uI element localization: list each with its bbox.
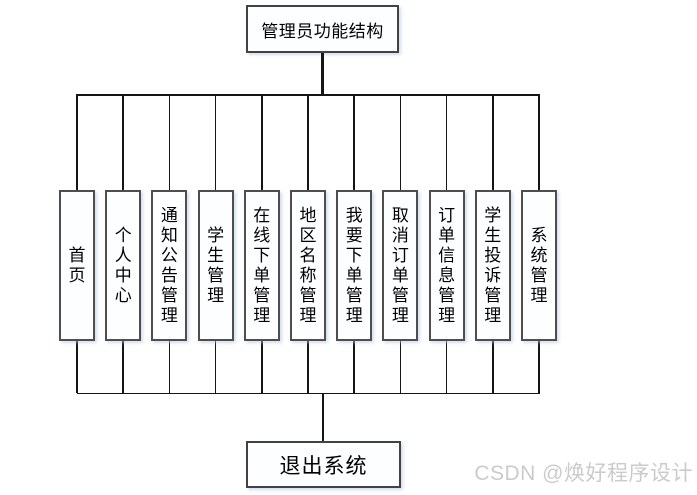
module-node: 学生投诉管理 — [474, 190, 511, 341]
module-node-label: 地区名称管理 — [299, 205, 317, 325]
module-node-label: 系统管理 — [530, 225, 548, 305]
module-node: 取消订单管理 — [382, 190, 419, 341]
module-drop-top-line — [492, 94, 494, 190]
module-node: 个人中心 — [105, 190, 142, 341]
module-drop-top-line — [261, 94, 263, 190]
module-node: 我要下单管理 — [336, 190, 373, 341]
root-node-label: 管理员功能结构 — [261, 21, 384, 41]
module-node: 系统管理 — [521, 190, 557, 341]
module-drop-bottom-line — [307, 340, 309, 393]
module-drop-bottom-line — [214, 340, 217, 393]
module-node: 首页 — [59, 190, 95, 341]
module-drop-bottom-line — [168, 340, 171, 393]
module-node: 订单信息管理 — [428, 190, 465, 341]
root-node: 管理员功能结构 — [246, 5, 399, 53]
module-drop-bottom-line — [261, 340, 263, 393]
module-drop-bottom-line — [445, 340, 448, 393]
module-drop-top-line — [168, 94, 171, 190]
exit-node-label: 退出系统 — [279, 454, 368, 478]
module-drop-top-line — [214, 94, 217, 190]
module-node-label: 个人中心 — [114, 225, 132, 305]
module-drop-top-line — [399, 94, 402, 190]
module-node-label: 取消订单管理 — [391, 205, 409, 325]
module-node: 在线下单管理 — [243, 190, 280, 341]
bottom-rail-line — [77, 392, 540, 394]
module-drop-bottom-line — [76, 340, 78, 393]
module-drop-top-line — [445, 94, 448, 190]
module-drop-bottom-line — [538, 340, 540, 393]
module-node-label: 学生投诉管理 — [484, 205, 502, 325]
module-node: 学生管理 — [197, 190, 234, 341]
module-node: 通知公告管理 — [151, 190, 188, 341]
module-drop-top-line — [122, 94, 124, 190]
module-drop-bottom-line — [399, 340, 402, 393]
module-drop-top-line — [538, 94, 540, 190]
exit-stem-line — [321, 393, 324, 441]
module-node-label: 在线下单管理 — [253, 205, 271, 325]
module-drop-top-line — [76, 94, 78, 190]
module-drop-top-line — [353, 94, 355, 190]
module-node-label: 我要下单管理 — [345, 205, 363, 325]
module-node: 地区名称管理 — [290, 190, 326, 341]
module-node-label: 首页 — [68, 245, 86, 285]
module-drop-top-line — [307, 94, 309, 190]
root-stem-line — [320, 53, 324, 95]
exit-node: 退出系统 — [246, 441, 401, 488]
module-drop-bottom-line — [492, 340, 494, 393]
module-node-label: 通知公告管理 — [160, 205, 178, 325]
watermark: CSDN @焕好程序设计 — [474, 462, 693, 485]
module-node-label: 订单信息管理 — [438, 205, 456, 325]
module-drop-bottom-line — [122, 340, 124, 393]
module-node-label: 学生管理 — [207, 225, 225, 305]
module-drop-bottom-line — [353, 340, 355, 393]
